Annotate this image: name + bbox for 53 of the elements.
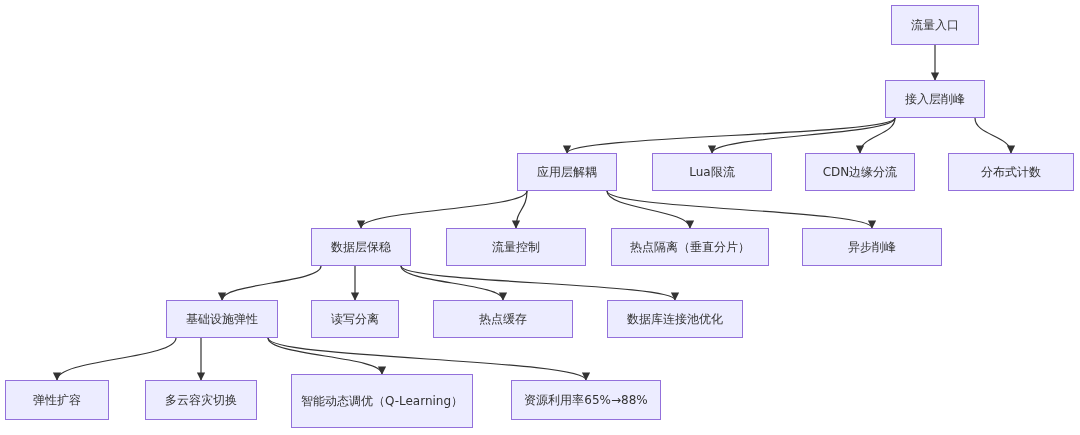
process-box — [802, 228, 942, 266]
arrow — [196, 337, 206, 381]
arrow — [606, 190, 692, 229]
arrow — [350, 265, 360, 301]
process-box — [433, 300, 573, 338]
node-label: 资源利用率65%→88% — [524, 391, 648, 409]
process-box — [145, 380, 257, 420]
node-label: 接入层削峰 — [905, 90, 965, 108]
node-label: 数据库连接池优化 — [627, 310, 723, 328]
arrow — [221, 265, 322, 301]
process-box — [511, 380, 661, 420]
arrow — [930, 44, 940, 81]
process-box — [652, 153, 772, 191]
arrow — [606, 190, 873, 229]
process-box — [805, 153, 915, 191]
node-label: 应用层解耦 — [537, 163, 597, 181]
node-label: 多云容灾切换 — [165, 391, 237, 409]
node-label: 分布式计数 — [981, 163, 1041, 181]
node-label: 读写分离 — [331, 310, 379, 328]
node-label: 流量控制 — [492, 238, 540, 256]
node-label: 弹性扩容 — [33, 391, 81, 409]
node-label: 热点缓存 — [479, 310, 527, 328]
arrow — [56, 337, 177, 381]
node-label: 基础设施弹性 — [186, 310, 258, 328]
arrow — [711, 117, 896, 154]
arrow — [974, 117, 1014, 154]
arrow — [267, 337, 383, 375]
process-box — [5, 380, 109, 420]
arrow — [400, 265, 504, 301]
process-box — [948, 153, 1074, 191]
process-box — [446, 228, 586, 266]
node-label: Lua限流 — [689, 163, 735, 181]
process-box — [291, 374, 473, 428]
node-label: 流量入口 — [911, 16, 959, 34]
process-box — [166, 300, 278, 338]
arrow — [566, 117, 896, 154]
arrow — [267, 337, 587, 381]
arrow — [512, 190, 528, 229]
process-box — [607, 300, 743, 338]
process-box — [611, 228, 769, 266]
process-box — [517, 153, 617, 191]
node-label: 异步削峰 — [848, 238, 896, 256]
node-label: 智能动态调优（Q-Learning） — [300, 392, 464, 410]
node-label: CDN边缘分流 — [822, 163, 898, 181]
process-box — [891, 5, 979, 45]
arrow — [360, 190, 528, 229]
process-box — [885, 80, 985, 118]
arrow — [400, 265, 676, 301]
process-box — [311, 228, 411, 266]
arrow — [857, 117, 896, 154]
node-label: 热点隔离（垂直分片） — [630, 238, 750, 256]
process-box — [311, 300, 399, 338]
node-label: 数据层保稳 — [331, 238, 391, 256]
